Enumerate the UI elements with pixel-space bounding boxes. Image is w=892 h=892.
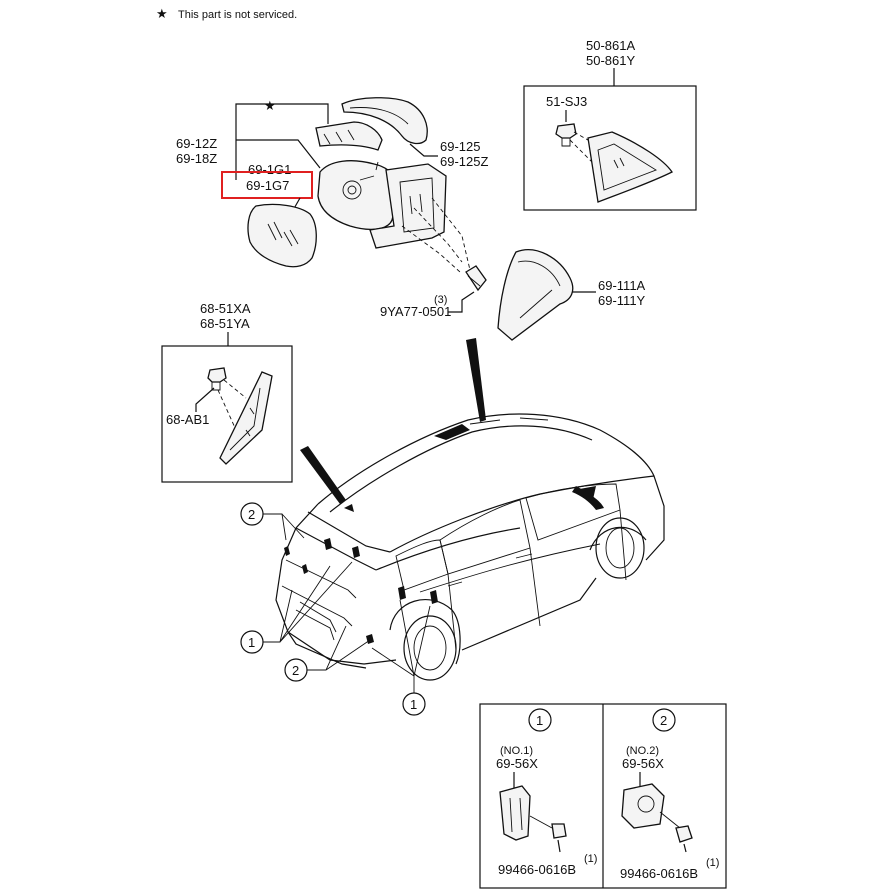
legend-1-qty: (1) [584,853,597,865]
not-serviced-star: ★ [156,6,168,21]
mirror-glass-label-2: 69-1G7 [246,178,289,193]
svg-text:2: 2 [292,663,299,678]
quarter-title-2: 68-51YA [200,316,250,331]
pillar-garnish: 69-111A 69-111Y [497,249,646,341]
quarter-garnish [219,371,273,465]
callout-1-left: 1 [240,561,353,654]
legend-2-no: (NO.2) [626,745,659,757]
legend-1-bracket [499,785,531,841]
not-serviced-note: This part is not serviced. [178,9,297,21]
mirror-cover-label-2: 69-125Z [440,154,488,169]
callout-1-right: 1 [371,599,431,716]
pointer-arrow-garnish [572,486,604,510]
legend-1-number: 1 [536,713,543,728]
mirror-base [369,163,447,249]
mirror-bolt-label: 9YA77-0501 [380,304,451,319]
garnish-box: 50-861A 50-861Y 51-SJ3 [523,38,697,211]
pillar-label-2: 69-111Y [598,293,646,308]
mirror-housing-label-2: 69-18Z [176,151,217,166]
mirror-bolt [465,265,487,292]
pointer-arrow-mirror [466,338,486,422]
legend-1-screw-label: 99466-0616B [498,862,576,877]
legend-1-part: 69-56X [496,756,538,771]
legend-2-number: 2 [660,713,667,728]
mirror-star-symbol: ★ [264,98,276,113]
quarter-box: 68-51XA 68-51YA 68-AB1 [161,301,293,483]
legend-box: 1 (NO.1) 69-56X (1) 99466-0616B 2 (NO.2)… [479,703,727,889]
legend-2-part: 69-56X [622,756,664,771]
garnish-clip [555,123,577,147]
mirror-cover-label-1: 69-125 [440,139,480,154]
quarter-clip [207,367,227,391]
quarter-clip-label: 68-AB1 [166,412,209,427]
mirror-cover [341,97,428,145]
mirror-assembly: ★ 69-125 69-125Z 69-12Z 69-18Z [176,97,488,319]
mirror-bolt-qty: (3) [434,294,447,306]
legend-2-screw [659,811,693,843]
legend-2-screw-label: 99466-0616B [620,866,698,881]
pointer-arrow-quarter [300,446,346,504]
quarter-title-1: 68-51XA [200,301,251,316]
svg-text:1: 1 [248,635,255,650]
mirror-housing-label-1: 69-12Z [176,136,217,151]
callout-2-lower: 2 [284,625,371,682]
mirror-trim-piece [315,121,383,151]
mirror-housing [317,160,399,231]
vehicle-outline [275,413,665,681]
garnish-title-2: 50-861Y [586,53,635,68]
legend-2-bracket [621,783,665,829]
pillar-label-1: 69-111A [598,278,646,293]
legend-2-qty: (1) [706,857,719,869]
door-garnish [587,131,673,203]
svg-text:2: 2 [248,507,255,522]
garnish-title-1: 50-861A [586,38,635,53]
callout-2-upper: 2 [240,502,305,541]
mirror-glass [247,203,317,268]
mirror-glass-label-1: 69-1G1 [248,162,291,177]
legend-1-no: (NO.1) [500,745,533,757]
garnish-clip-label: 51-SJ3 [546,94,587,109]
mirror-glass-highlight [221,171,313,199]
legend-1-screw [529,815,567,839]
svg-text:1: 1 [410,697,417,712]
